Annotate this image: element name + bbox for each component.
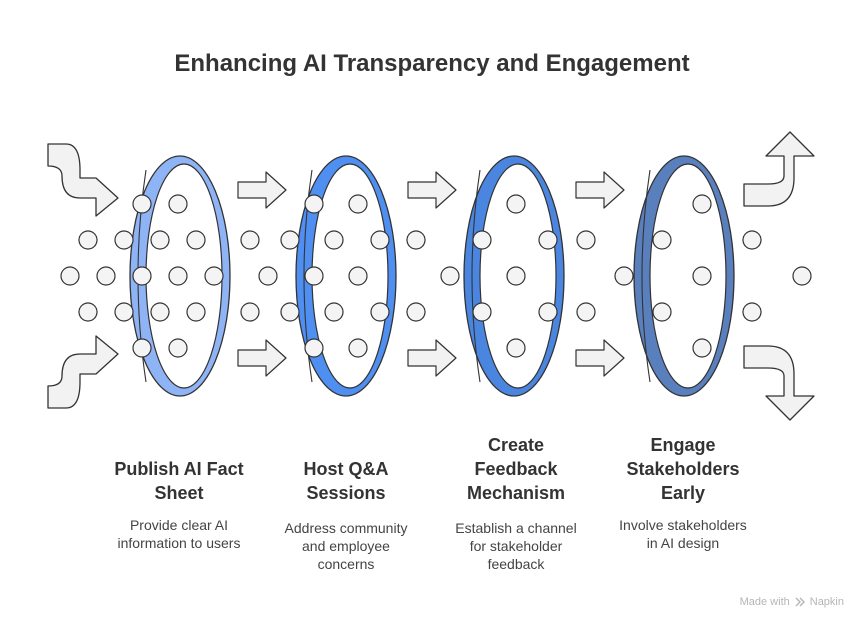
particle-dot bbox=[506, 266, 526, 286]
particle-dot bbox=[304, 338, 324, 358]
particle-dot bbox=[406, 230, 426, 250]
particle-dot bbox=[692, 266, 712, 286]
particle-dot bbox=[186, 230, 206, 250]
particle-dot bbox=[472, 302, 492, 322]
particle-dot bbox=[114, 230, 134, 250]
particle-dot bbox=[114, 302, 134, 322]
particle-dot bbox=[324, 230, 344, 250]
napkin-logo-icon bbox=[795, 597, 805, 607]
particle-dot bbox=[132, 266, 152, 286]
particle-dot bbox=[168, 338, 188, 358]
arrow-right-icon bbox=[575, 171, 625, 209]
connector-arrows bbox=[237, 171, 625, 377]
ring-4 bbox=[633, 155, 735, 397]
arrow-right-icon bbox=[237, 339, 287, 377]
particle-dot bbox=[132, 338, 152, 358]
particle-dot bbox=[506, 194, 526, 214]
particle-dot bbox=[506, 338, 526, 358]
particle-dot bbox=[304, 194, 324, 214]
particle-dot bbox=[60, 266, 80, 286]
particle-dot bbox=[348, 266, 368, 286]
particle-dot bbox=[742, 230, 762, 250]
particle-dot bbox=[370, 230, 390, 250]
particle-dot bbox=[692, 194, 712, 214]
particle-dot bbox=[78, 230, 98, 250]
particle-dot bbox=[538, 230, 558, 250]
filter-rings bbox=[129, 155, 735, 397]
watermark-prefix: Made with bbox=[739, 596, 790, 608]
curved-arrow-out-icon-bottom bbox=[743, 345, 815, 421]
particle-dot bbox=[472, 230, 492, 250]
particle-dot bbox=[576, 302, 596, 322]
particle-dot bbox=[652, 230, 672, 250]
particle-dot bbox=[150, 302, 170, 322]
particle-dot bbox=[204, 266, 224, 286]
particle-dot bbox=[280, 302, 300, 322]
particle-dot bbox=[348, 338, 368, 358]
arrow-right-icon bbox=[407, 171, 457, 209]
particle-dot bbox=[538, 302, 558, 322]
particle-dot bbox=[324, 302, 344, 322]
curved-arrow-in-icon-bottom bbox=[47, 335, 119, 409]
step-3-title: Create Feedback Mechanism bbox=[466, 435, 566, 503]
particle-dot bbox=[406, 302, 426, 322]
curved-arrow-out-icon-top bbox=[743, 131, 815, 207]
particle-dot bbox=[576, 230, 596, 250]
particle-dot bbox=[614, 266, 634, 286]
step-4-title: Engage Stakeholders Early bbox=[626, 435, 740, 503]
particle-dot bbox=[280, 230, 300, 250]
watermark: Made with Napkin bbox=[740, 596, 844, 608]
particle-dot bbox=[150, 230, 170, 250]
particle-dot bbox=[168, 266, 188, 286]
step-2-title: Host Q&A Sessions bbox=[303, 459, 389, 503]
particle-dot bbox=[240, 302, 260, 322]
particle-dot bbox=[792, 266, 812, 286]
particle-dot bbox=[186, 302, 206, 322]
arrow-right-icon bbox=[575, 339, 625, 377]
step-1-description: Provide clear AI information to users bbox=[117, 517, 241, 551]
arrow-right-icon bbox=[407, 339, 457, 377]
watermark-brand: Napkin bbox=[809, 596, 844, 608]
particle-dot bbox=[742, 302, 762, 322]
particle-dot bbox=[168, 194, 188, 214]
arrow-right-icon bbox=[237, 171, 287, 209]
step-4-description: Involve stakeholders in AI design bbox=[619, 517, 747, 551]
particle-dot bbox=[132, 194, 152, 214]
particle-dot bbox=[692, 338, 712, 358]
particle-dot bbox=[240, 230, 260, 250]
particle-dots-front bbox=[60, 194, 812, 358]
particle-dot bbox=[258, 266, 278, 286]
curved-arrow-in-icon-top bbox=[47, 143, 119, 217]
particle-dot bbox=[652, 302, 672, 322]
particle-dot bbox=[440, 266, 460, 286]
diagram-title: Enhancing AI Transparency and Engagement bbox=[174, 50, 690, 77]
particle-dot bbox=[304, 266, 324, 286]
particle-dot bbox=[96, 266, 116, 286]
step-3-description: Establish a channel for stakeholder feed… bbox=[455, 520, 577, 572]
particle-dot bbox=[78, 302, 98, 322]
step-2-description: Address community and employee concerns bbox=[284, 520, 408, 572]
particle-dot bbox=[348, 194, 368, 214]
particle-dot bbox=[370, 302, 390, 322]
step-1-title: Publish AI Fact Sheet bbox=[114, 459, 244, 503]
